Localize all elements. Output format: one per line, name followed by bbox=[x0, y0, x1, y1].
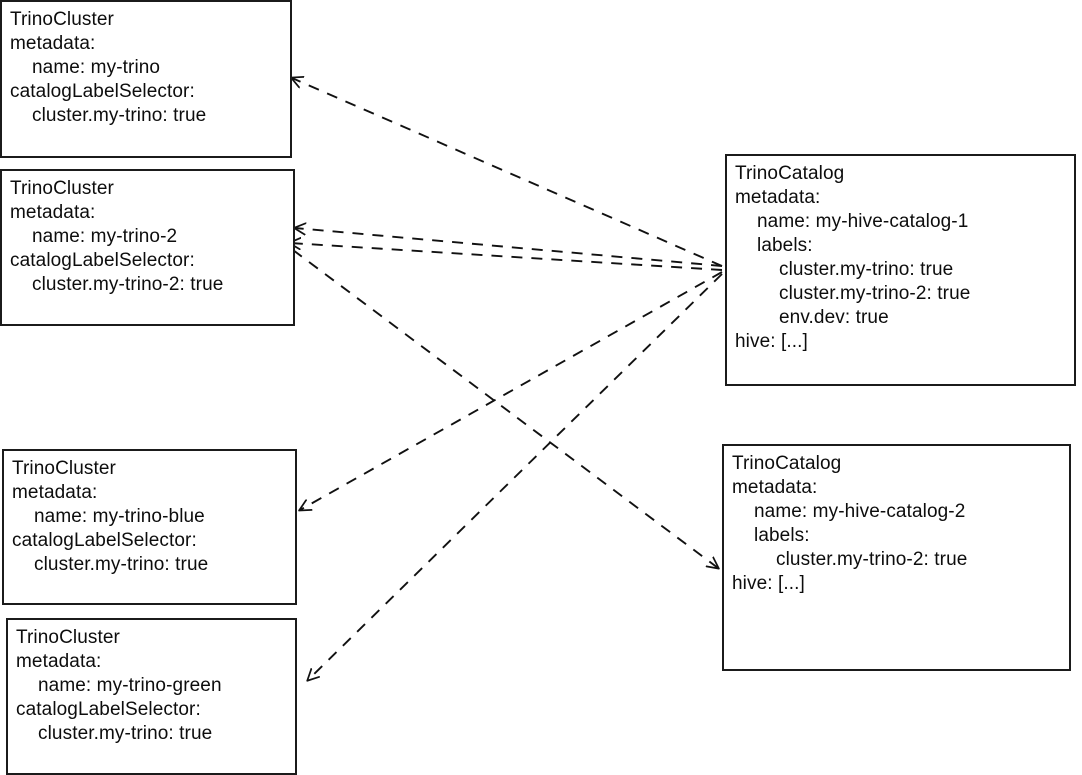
node-line: metadata: bbox=[10, 33, 96, 54]
node-line: cluster.my-trino: true bbox=[779, 259, 954, 280]
edge-catalog1-to-my-trino-blue[interactable] bbox=[300, 271, 723, 510]
node-line: cluster.my-trino: true bbox=[34, 554, 209, 575]
node-line: TrinoCluster bbox=[16, 627, 120, 648]
edge-my-trino-2-to-catalog2[interactable] bbox=[292, 249, 718, 568]
node-line: name: my-trino-2 bbox=[32, 226, 178, 247]
node-cluster-my-trino-green[interactable]: TrinoCluster metadata: name: my-trino-gree… bbox=[6, 618, 297, 775]
edge-catalog1-to-my-trino[interactable] bbox=[292, 78, 723, 267]
node-line: catalogLabelSelector: bbox=[16, 699, 201, 720]
node-line: labels: bbox=[757, 235, 813, 256]
node-line: cluster.my-trino: true bbox=[32, 105, 207, 126]
node-line: TrinoCatalog bbox=[732, 453, 842, 474]
node-catalog-my-hive-catalog-1[interactable]: TrinoCatalog metadata: name: my-hive-catal… bbox=[725, 154, 1076, 386]
node-line: catalogLabelSelector: bbox=[10, 250, 195, 271]
node-line: cluster.my-trino-2: true bbox=[779, 283, 971, 304]
node-line: name: my-trino-green bbox=[38, 675, 222, 696]
node-line: cluster.my-trino-2: true bbox=[776, 549, 968, 570]
node-line: metadata: bbox=[732, 477, 818, 498]
node-line: TrinoCatalog bbox=[735, 163, 845, 184]
node-line: name: my-trino-blue bbox=[34, 506, 205, 527]
node-line: TrinoCluster bbox=[10, 178, 114, 199]
node-line: catalogLabelSelector: bbox=[12, 530, 197, 551]
node-cluster-my-trino-2[interactable]: TrinoCluster metadata: name: my-trino-2 cat… bbox=[0, 169, 295, 326]
node-line: metadata: bbox=[16, 651, 102, 672]
node-line: name: my-hive-catalog-2 bbox=[754, 501, 966, 522]
edge-catalog1-to-my-trino-2-a[interactable] bbox=[295, 228, 723, 267]
edge-catalog1-to-my-trino-2-b[interactable] bbox=[290, 243, 723, 271]
node-line: catalogLabelSelector: bbox=[10, 81, 195, 102]
edge-paths bbox=[290, 78, 723, 680]
node-line: cluster.my-trino: true bbox=[38, 723, 213, 744]
node-line: env.dev: true bbox=[779, 307, 889, 328]
node-line: metadata: bbox=[10, 202, 96, 223]
edge-catalog1-to-my-trino-green[interactable] bbox=[308, 273, 723, 680]
node-line: metadata: bbox=[735, 187, 821, 208]
node-line: hive: [...] bbox=[732, 573, 805, 594]
node-line: cluster.my-trino-2: true bbox=[32, 274, 224, 295]
node-line: hive: [...] bbox=[735, 331, 808, 352]
node-line: TrinoCluster bbox=[12, 458, 116, 479]
node-catalog-my-hive-catalog-2[interactable]: TrinoCatalog metadata: name: my-hive-catal… bbox=[722, 444, 1071, 671]
node-line: name: my-trino bbox=[32, 57, 161, 78]
node-line: labels: bbox=[754, 525, 810, 546]
node-line: name: my-hive-catalog-1 bbox=[757, 211, 969, 232]
node-cluster-my-trino-blue[interactable]: TrinoCluster metadata: name: my-trino-blue… bbox=[2, 449, 297, 605]
node-line: TrinoCluster bbox=[10, 9, 114, 30]
node-line: metadata: bbox=[12, 482, 98, 503]
node-cluster-my-trino[interactable]: TrinoCluster metadata: name: my-trino catal… bbox=[0, 0, 292, 158]
